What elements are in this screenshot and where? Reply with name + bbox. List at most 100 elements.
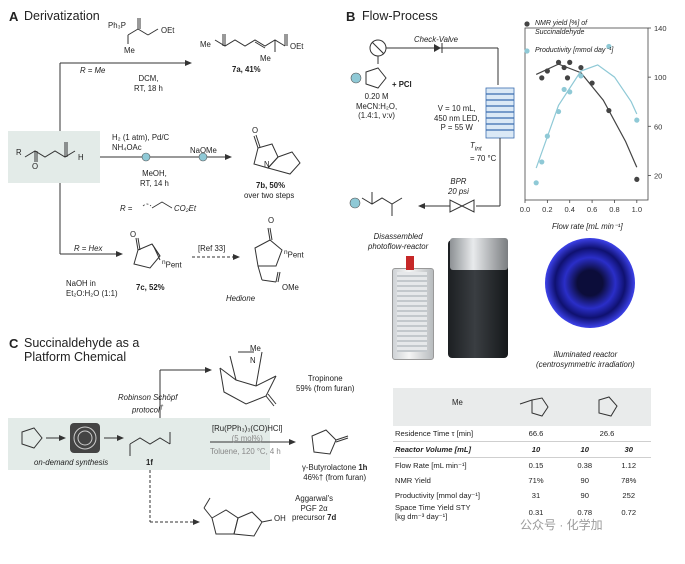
- series-1-point: [578, 64, 584, 71]
- aggarwal-oh: OH: [274, 514, 286, 523]
- table-row: Residence Time τ [min] 66.6 26.6: [393, 426, 651, 442]
- row-label: Space Time Yield STY[kg dm⁻³ day⁻¹]: [395, 503, 471, 521]
- x-tick-label: 0.6: [587, 205, 597, 214]
- product-7a-me2: Me: [260, 54, 271, 63]
- reactor-metal-cap: [450, 238, 508, 270]
- illuminated-reactor-photo: [545, 238, 635, 328]
- series-2-point: [539, 159, 545, 165]
- start-material-highlight: [8, 131, 100, 183]
- internal-temp: Tint= 70 °C: [470, 141, 497, 164]
- series-1-point: [589, 80, 595, 86]
- series-1-point: [634, 176, 640, 182]
- row-label: Flow Rate [mL min⁻¹]: [395, 461, 467, 470]
- series-1-point: [561, 64, 567, 71]
- watermark: 公众号 · 化学加: [520, 518, 603, 532]
- legend-series-1: NMR yield [%] of Succinaldehyde: [535, 20, 588, 36]
- ylide-ph3p: Ph₃P: [108, 21, 126, 30]
- cell: 30: [606, 441, 651, 458]
- ylide-oet: OEt: [161, 26, 175, 35]
- legend-marker-1: [524, 21, 530, 27]
- cell: 0.78: [577, 507, 593, 517]
- series-1-point: [564, 75, 571, 81]
- reactor-connector: [406, 256, 414, 270]
- cell: 10: [563, 441, 607, 458]
- series-2-point: [567, 89, 573, 95]
- series-2-point: [533, 180, 539, 186]
- gbl-structure: [311, 429, 349, 455]
- cell: 71%: [528, 476, 544, 485]
- r-definition: R =: [120, 204, 133, 213]
- tropinone-structure: [219, 351, 277, 407]
- series-1-point: [544, 68, 550, 74]
- caption-illuminated: illuminated reactor(centrosymmetric irra…: [536, 350, 635, 369]
- product-7a-me: Me: [200, 40, 211, 49]
- cell: 90: [580, 476, 589, 485]
- hedione-ome: OMe: [282, 283, 299, 292]
- comparison-table: Residence Time τ [min] 66.6 26.6 Reactor…: [393, 388, 651, 521]
- cell: 66.6: [509, 426, 563, 442]
- y-tick-label: 20: [654, 171, 662, 180]
- header-methylfuran-me: Me: [452, 398, 463, 407]
- series-2-point: [544, 133, 550, 139]
- product-7b-n: N: [264, 160, 270, 169]
- row-label: NMR Yield: [395, 476, 431, 485]
- series-fit-line-1: [535, 63, 638, 168]
- furan-icon: [598, 396, 618, 417]
- cell: 78%: [621, 476, 637, 485]
- cell: 0.72: [621, 507, 637, 517]
- table-row: Space Time Yield STY[kg dm⁻³ day⁻¹] 0.31…: [393, 503, 651, 521]
- panel-c-letter: C: [9, 336, 19, 351]
- header-methylfuran: [509, 388, 563, 426]
- product-7b-o: O: [252, 126, 259, 135]
- label-7b-sub: over two steps: [244, 191, 295, 200]
- hedione-o: O: [268, 216, 275, 225]
- series-2-point: [634, 117, 640, 123]
- legend-series-2: Productivity [mmol day⁻¹]: [535, 47, 614, 54]
- cell: 1.12: [621, 461, 637, 470]
- panel-a-title: Derivatization: [24, 9, 100, 23]
- cell: 31: [531, 491, 541, 500]
- row-label: Reactor Volume [mL]: [393, 441, 509, 458]
- row-label: Residence Time τ [min]: [393, 426, 509, 442]
- start-h: H: [78, 153, 84, 162]
- conditions-7a: DCM,RT, 18 h: [134, 74, 163, 93]
- label-7a: 7a, 41%: [232, 65, 261, 74]
- tropinone-n: N: [250, 356, 256, 365]
- methylfuran-icon: [519, 397, 549, 417]
- table-row: NMR Yield 71% 90 78%: [393, 473, 651, 488]
- ru-conditions: Toluene, 120 °C, 4 h: [210, 447, 281, 456]
- cell: 10: [509, 441, 563, 458]
- conditions-7b-3: MeOH,RT, 14 h: [140, 169, 169, 188]
- table-header-row: [393, 388, 651, 426]
- flow-reactor-coil: [485, 87, 515, 139]
- cell: 90: [580, 491, 589, 500]
- y-tick-label: 100: [654, 73, 667, 82]
- panel-a-letter: A: [9, 9, 19, 24]
- check-valve-icon: [434, 44, 441, 52]
- header-furan: [563, 388, 651, 426]
- cell: 26.6: [563, 426, 651, 442]
- series-2-point: [561, 86, 567, 93]
- label-7c: 7c, 52%: [136, 283, 165, 292]
- panel-b-letter: B: [346, 9, 356, 24]
- series-1-point: [555, 59, 562, 65]
- reactor-params: V = 10 mL,450 nm LED,P = 55 W: [434, 104, 480, 132]
- series-1-point: [567, 59, 573, 65]
- cell: 0.31: [528, 507, 544, 517]
- y-tick-label: 60: [654, 122, 662, 131]
- row-label: Productivity [mmol day⁻¹]: [395, 491, 481, 500]
- ref-33: [Ref 33]: [198, 244, 226, 253]
- start-o: O: [32, 162, 39, 171]
- chart-xlabel: Flow rate [mL min⁻¹]: [552, 222, 623, 231]
- ru-catalyst: [Ru(PPh₃)₃(CO)HCl](5 mol%): [212, 424, 283, 443]
- hedione-pent: nPent: [284, 249, 304, 260]
- product-7a-oet: OEt: [290, 42, 304, 51]
- hedione-label: Hedione: [226, 294, 256, 303]
